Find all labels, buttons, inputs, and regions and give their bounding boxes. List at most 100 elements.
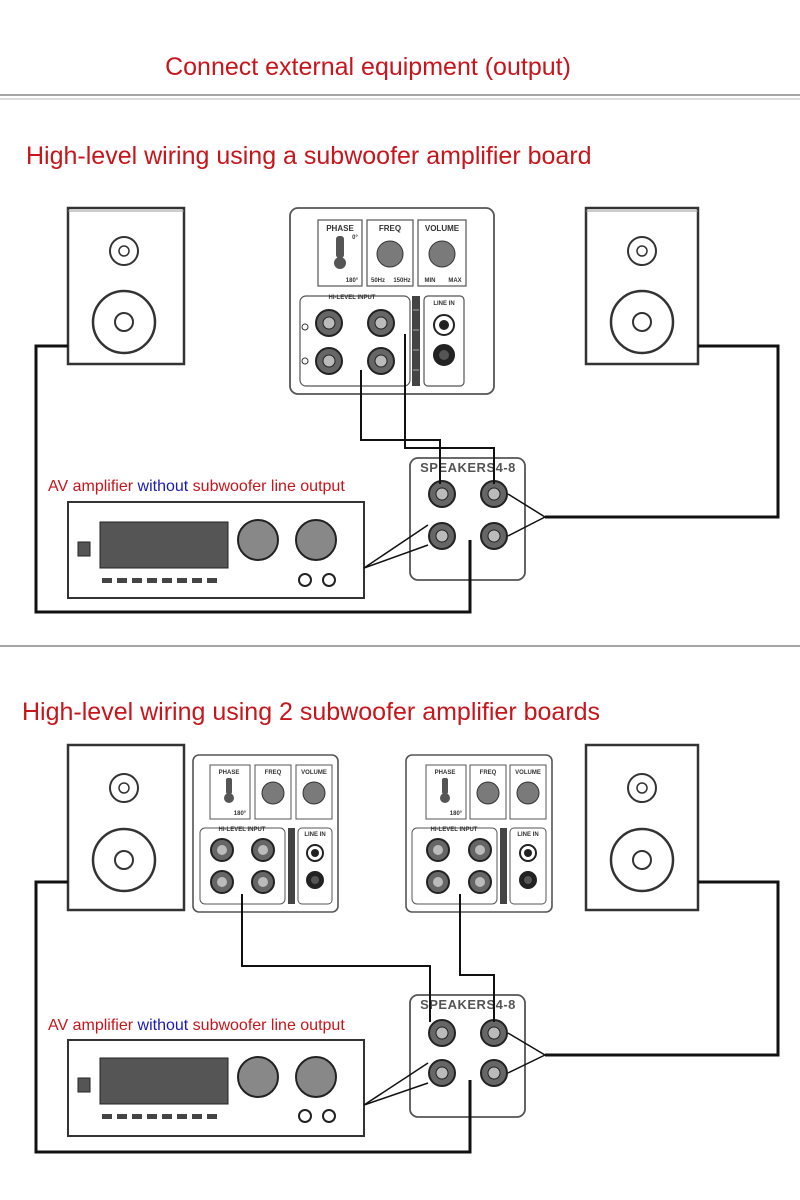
volume-label: VOLUME bbox=[425, 224, 460, 233]
svg-text:MIN: MIN bbox=[425, 278, 436, 284]
amp-label: AV amplifier without subwoofer line outp… bbox=[48, 478, 345, 495]
amp-button bbox=[322, 1109, 336, 1123]
svg-text:FREQ: FREQ bbox=[480, 770, 497, 776]
amp-knob bbox=[295, 1056, 337, 1098]
left-speaker bbox=[66, 206, 186, 366]
svg-text:50Hz: 50Hz bbox=[371, 278, 385, 284]
power-switch bbox=[77, 1077, 91, 1093]
wire-right-speaker bbox=[545, 344, 780, 519]
speaker-terminal bbox=[480, 480, 508, 508]
wiring bbox=[34, 880, 780, 1154]
speaker-terminal bbox=[428, 480, 456, 508]
heatsink bbox=[288, 828, 295, 904]
right-speaker bbox=[584, 743, 700, 912]
amp-knob bbox=[295, 519, 337, 561]
wiring bbox=[34, 334, 780, 614]
display-window bbox=[99, 521, 229, 569]
svg-text:PHASE: PHASE bbox=[219, 770, 240, 776]
speaker-terminal bbox=[428, 522, 456, 550]
speaker-terminal bbox=[480, 522, 508, 550]
svg-text:LINE IN: LINE IN bbox=[304, 832, 325, 838]
freq-knob bbox=[261, 781, 285, 805]
subwoofer-amp-board-left: PHASE 180° FREQ VOLUME HI-LEVEL INPUT LI… bbox=[192, 754, 339, 913]
hi-level-terminal bbox=[210, 870, 234, 894]
heatsink bbox=[412, 296, 420, 386]
hi-level-terminal bbox=[367, 347, 395, 375]
freq-label: FREQ bbox=[379, 224, 401, 233]
amp-knob bbox=[237, 1056, 279, 1098]
speaker-terminal bbox=[480, 1059, 508, 1087]
volume-knob bbox=[516, 781, 540, 805]
amp-knob bbox=[237, 519, 279, 561]
svg-text:180°: 180° bbox=[346, 278, 359, 284]
freq-knob bbox=[476, 781, 500, 805]
wire-hilevel-1 bbox=[360, 370, 441, 484]
hi-level-terminal bbox=[426, 838, 450, 862]
wire-hilevel-2 bbox=[404, 334, 495, 484]
svg-text:PHASE: PHASE bbox=[435, 770, 456, 776]
hi-level-terminal bbox=[426, 870, 450, 894]
wire-hilevel-1 bbox=[241, 894, 431, 1022]
rca-jack bbox=[519, 844, 537, 862]
hi-level-terminal bbox=[251, 838, 275, 862]
speaker-terminal bbox=[428, 1059, 456, 1087]
svg-text:0°: 0° bbox=[352, 235, 358, 241]
hi-level-terminal bbox=[210, 838, 234, 862]
page-title: Connect external equipment (output) bbox=[165, 53, 571, 81]
phase-label: PHASE bbox=[326, 224, 354, 233]
svg-text:MAX: MAX bbox=[448, 278, 461, 284]
hi-level-terminal bbox=[251, 870, 275, 894]
speaker-terminal bbox=[428, 1019, 456, 1047]
speaker-terminal-block: SPEAKERS4-8 bbox=[409, 994, 526, 1118]
rca-jack bbox=[519, 871, 537, 889]
av-amplifier bbox=[67, 1039, 365, 1137]
rca-jack bbox=[433, 344, 455, 366]
svg-text:180°: 180° bbox=[450, 811, 463, 817]
svg-text:LINE IN: LINE IN bbox=[517, 832, 538, 838]
svg-text:180°: 180° bbox=[234, 811, 247, 817]
svg-text:VOLUME: VOLUME bbox=[301, 770, 327, 776]
svg-text:HI-LEVEL INPUT: HI-LEVEL INPUT bbox=[219, 827, 266, 833]
amp-label: AV amplifier without subwoofer line outp… bbox=[48, 1017, 345, 1034]
rca-jack bbox=[306, 844, 324, 862]
line-in-label: LINE IN bbox=[433, 301, 454, 307]
power-switch bbox=[77, 541, 91, 557]
display-window bbox=[99, 1057, 229, 1105]
volume-knob bbox=[302, 781, 326, 805]
volume-knob bbox=[428, 240, 456, 268]
wire-splits bbox=[363, 493, 546, 569]
left-speaker bbox=[66, 743, 186, 912]
speaker-terminal-block: SPEAKERS4-8 bbox=[409, 457, 526, 581]
svg-text:VOLUME: VOLUME bbox=[515, 770, 541, 776]
hilevel-input-label: HI-LEVEL INPUT bbox=[329, 295, 376, 301]
amp-button bbox=[322, 573, 336, 587]
rca-jack bbox=[306, 871, 324, 889]
svg-text:FREQ: FREQ bbox=[265, 770, 282, 776]
subwoofer-amp-board-right: PHASE 180° FREQ VOLUME HI-LEVEL INPUT LI… bbox=[405, 754, 553, 913]
svg-text:HI-LEVEL INPUT: HI-LEVEL INPUT bbox=[431, 827, 478, 833]
wire-left-speaker bbox=[34, 344, 472, 614]
wire-right-speaker bbox=[545, 880, 780, 1057]
speaker-terminal bbox=[480, 1019, 508, 1047]
right-speaker bbox=[584, 206, 700, 366]
hi-level-terminal bbox=[468, 870, 492, 894]
speakers-label: SPEAKERS4-8 bbox=[420, 460, 516, 475]
hi-level-terminal bbox=[315, 347, 343, 375]
wire-left-speaker bbox=[34, 880, 472, 1154]
hi-level-terminal bbox=[315, 309, 343, 337]
hi-level-terminal bbox=[367, 309, 395, 337]
hi-level-terminal bbox=[468, 838, 492, 862]
subwoofer-amp-board: PHASE 0° 180° FREQ 50Hz 150Hz VOLUME MIN… bbox=[289, 207, 495, 395]
phase-switch bbox=[334, 257, 346, 269]
av-amplifier bbox=[67, 501, 365, 599]
amp-button bbox=[298, 573, 312, 587]
svg-text:150Hz: 150Hz bbox=[393, 278, 410, 284]
section1-title: High-level wiring using a subwoofer ampl… bbox=[26, 142, 592, 170]
amp-button bbox=[298, 1109, 312, 1123]
wire-splits bbox=[363, 1032, 546, 1106]
speakers-label: SPEAKERS4-8 bbox=[420, 997, 516, 1012]
rca-jack bbox=[433, 314, 455, 336]
section2-title: High-level wiring using 2 subwoofer ampl… bbox=[22, 698, 600, 726]
wire-hilevel-2 bbox=[459, 894, 495, 1022]
